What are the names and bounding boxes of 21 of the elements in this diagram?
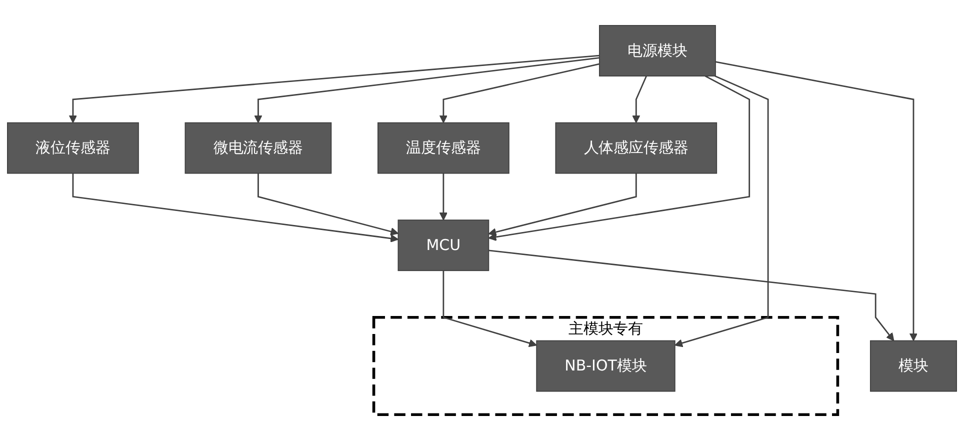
arrow: [439, 173, 448, 220]
arrow: [632, 76, 648, 124]
arrow: [68, 54, 600, 124]
arrow: [674, 75, 769, 348]
arrow: [488, 250, 894, 342]
node-box: 电源模块: [599, 24, 716, 76]
arrow: [72, 173, 399, 242]
arrow: [258, 173, 399, 236]
arrow: [715, 61, 918, 342]
node-box: 模块: [870, 340, 957, 392]
arrow: [488, 75, 750, 241]
node-box: 微电流传感器: [184, 122, 332, 174]
node-box: 温度传感器: [377, 122, 510, 174]
arrow: [439, 63, 600, 124]
node-box: NB-IOT模块: [536, 340, 676, 392]
node-box: MCU: [398, 220, 490, 271]
arrow: [442, 270, 537, 348]
node-box: 液位传感器: [7, 122, 139, 174]
arrow: [488, 173, 637, 236]
node-box: 人体感应传感器: [555, 122, 718, 174]
arrow: [254, 57, 600, 124]
